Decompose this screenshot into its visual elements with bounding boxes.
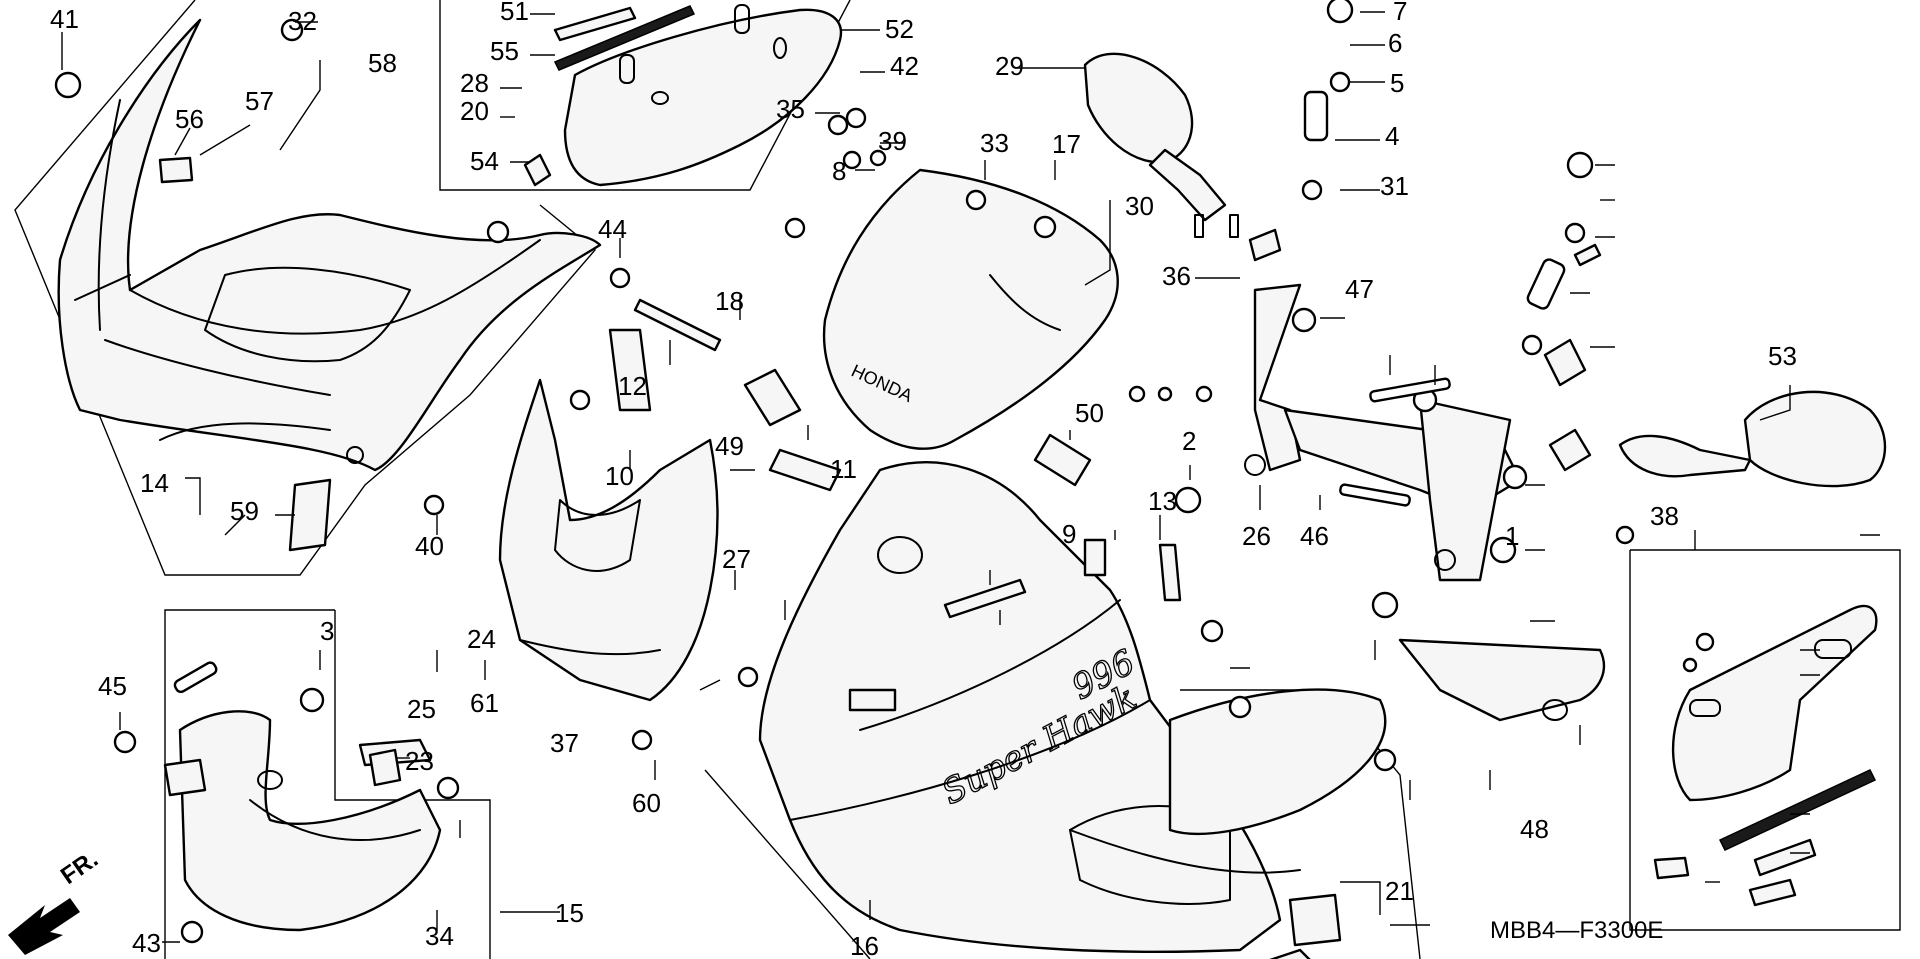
callout-28: 28 bbox=[460, 68, 489, 98]
part-52-cover bbox=[563, 4, 843, 187]
callout-35: 35 bbox=[776, 94, 805, 124]
windscreen: HONDA bbox=[822, 168, 1119, 450]
callout-49: 49 bbox=[715, 431, 744, 461]
part-53-cover bbox=[1671, 604, 1878, 802]
callout-60: 60 bbox=[632, 788, 661, 818]
callout-8: 8 bbox=[832, 156, 846, 186]
callout-32: 32 bbox=[288, 6, 317, 36]
part-51-strip bbox=[553, 5, 696, 71]
callout-57: 57 bbox=[245, 86, 274, 116]
callout-37: 37 bbox=[550, 728, 579, 758]
callout-4: 4 bbox=[1385, 121, 1399, 151]
callout-50: 50 bbox=[1075, 398, 1104, 428]
diagram-code: MBB4—F3300E bbox=[1490, 917, 1663, 944]
callout-47: 47 bbox=[1345, 274, 1374, 304]
callout-25: 25 bbox=[407, 694, 436, 724]
callout-23: 23 bbox=[405, 746, 434, 776]
mirror-right bbox=[1618, 390, 1887, 488]
callout-1: 1 bbox=[1505, 521, 1519, 551]
callout-13: 13 bbox=[1148, 486, 1177, 516]
callout-61: 61 bbox=[470, 688, 499, 718]
callout-14: 14 bbox=[140, 468, 169, 498]
front-direction-label: FR. bbox=[56, 846, 103, 890]
upper-cowl-left bbox=[57, 18, 602, 472]
fairing-stay bbox=[1244, 283, 1522, 582]
callout-55: 55 bbox=[490, 36, 519, 66]
callout-40: 40 bbox=[415, 531, 444, 561]
callout-15: 15 bbox=[555, 898, 584, 928]
callout-39: 39 bbox=[878, 126, 907, 156]
lower-cowl-left bbox=[178, 710, 442, 932]
callout-24: 24 bbox=[467, 624, 496, 654]
callout-44: 44 bbox=[598, 214, 627, 244]
callout-34: 34 bbox=[425, 921, 454, 951]
callout-42: 42 bbox=[890, 51, 919, 81]
callout-54: 54 bbox=[470, 146, 499, 176]
callout-53: 53 bbox=[1768, 341, 1797, 371]
callout-52: 52 bbox=[885, 14, 914, 44]
callout-26: 26 bbox=[1242, 521, 1271, 551]
mirror-left bbox=[1083, 52, 1239, 238]
callout-33: 33 bbox=[980, 128, 1009, 158]
front-direction-arrow: FR. bbox=[8, 846, 103, 955]
callout-43: 43 bbox=[132, 928, 161, 958]
callout-36: 36 bbox=[1162, 261, 1191, 291]
callout-18: 18 bbox=[715, 286, 744, 316]
callout-29: 29 bbox=[995, 51, 1024, 81]
main-side-cowl: Super Hawk 996 bbox=[758, 461, 1282, 953]
callout-30: 30 bbox=[1125, 191, 1154, 221]
callout-31: 31 bbox=[1380, 171, 1409, 201]
callout-7: 7 bbox=[1393, 0, 1407, 26]
group-border-right-box bbox=[1629, 549, 1901, 931]
callout-10: 10 bbox=[605, 461, 634, 491]
callout-11: 11 bbox=[830, 454, 857, 484]
callout-16: 16 bbox=[850, 931, 879, 959]
callout-21: 21 bbox=[1385, 876, 1414, 906]
callout-45: 45 bbox=[98, 671, 127, 701]
callout-17: 17 bbox=[1052, 129, 1081, 159]
callout-6: 6 bbox=[1388, 28, 1402, 58]
callout-12: 12 bbox=[618, 371, 647, 401]
inner-panel bbox=[498, 378, 719, 702]
hardware-small-parts bbox=[54, 0, 1877, 959]
lower-cowl-right bbox=[1069, 688, 1387, 874]
leader-lines bbox=[61, 11, 1880, 943]
callout-41: 41 bbox=[50, 4, 79, 34]
part-21-bracket bbox=[1398, 638, 1606, 722]
callout-46: 46 bbox=[1300, 521, 1329, 551]
callout-5: 5 bbox=[1390, 68, 1404, 98]
callout-20: 20 bbox=[460, 96, 489, 126]
callout-48: 48 bbox=[1520, 814, 1549, 844]
callout-51: 51 bbox=[500, 0, 529, 26]
callout-59: 59 bbox=[230, 496, 259, 526]
callout-27: 27 bbox=[722, 544, 751, 574]
callout-38: 38 bbox=[1650, 501, 1679, 531]
callout-58: 58 bbox=[368, 48, 397, 78]
callout-2: 2 bbox=[1182, 426, 1196, 456]
callout-3: 3 bbox=[320, 616, 334, 646]
callout-9: 9 bbox=[1062, 519, 1076, 549]
group-border-left-panel bbox=[14, 0, 596, 576]
callout-56: 56 bbox=[175, 104, 204, 134]
